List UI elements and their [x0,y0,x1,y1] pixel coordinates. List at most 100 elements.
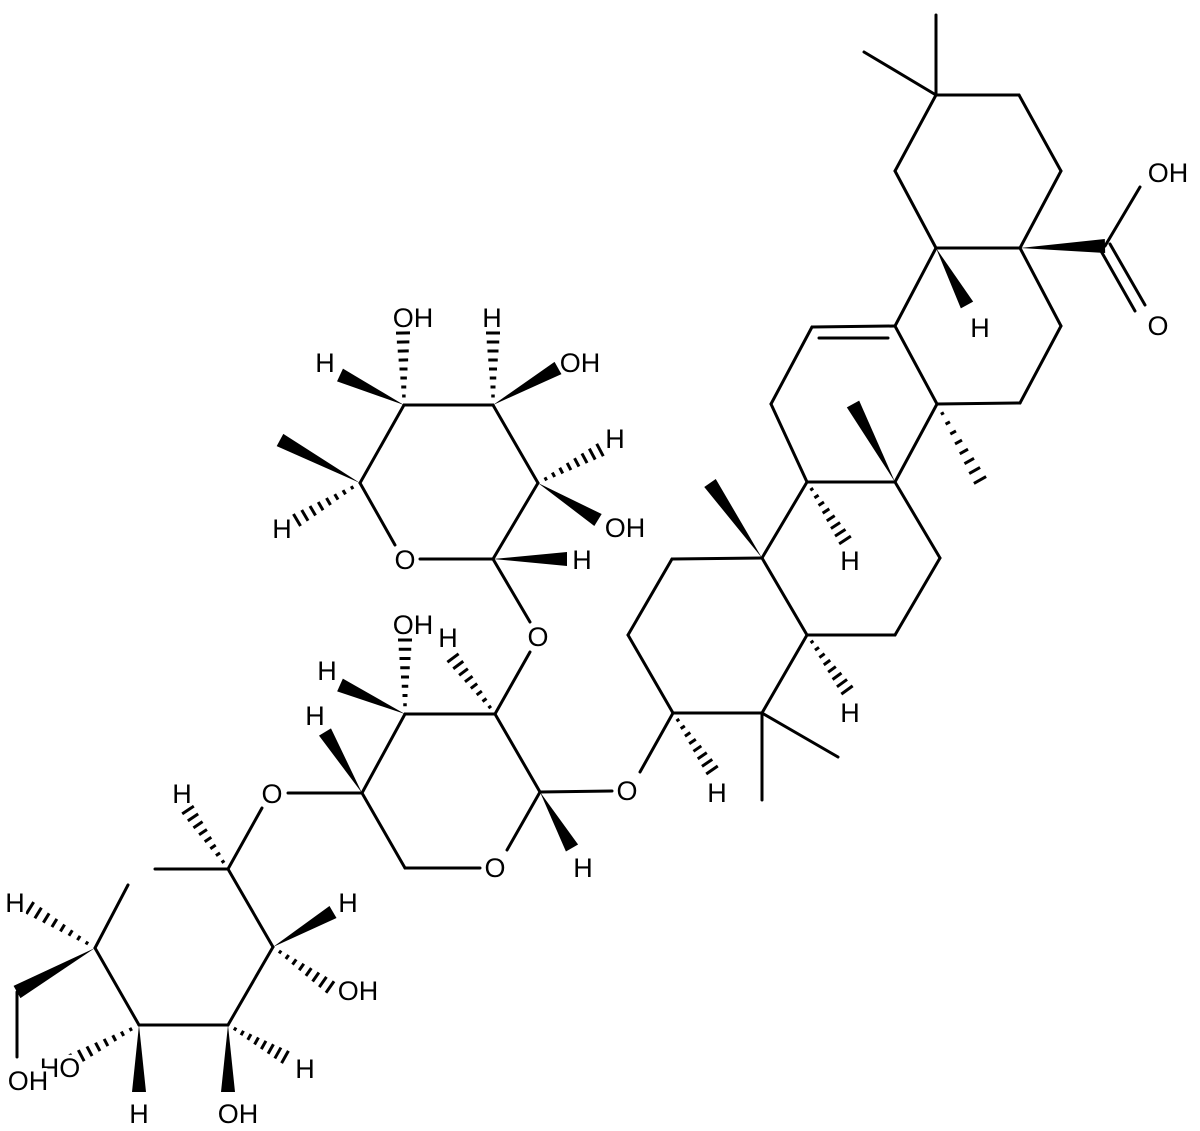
hash-stroke [349,485,355,490]
hash-stroke [487,704,493,710]
single-bond [493,712,542,794]
single-bond [358,481,397,547]
wedge-bond [132,1025,146,1092]
wedge-bond [221,1025,235,1092]
hash-stroke [821,507,831,515]
hash-stroke [76,935,82,941]
wedge-bond [273,905,337,947]
hash-stroke [679,724,686,730]
bonds-layer [13,13,1147,1092]
single-bond [760,556,809,637]
hash-stroke [818,652,826,659]
single-bond [1018,169,1063,250]
wedge-bond [540,792,579,852]
hash-stroke [949,429,957,436]
atom-label: OH [1148,158,1189,188]
single-bond [491,403,540,485]
single-bond [538,789,614,794]
hash-stroke [838,534,852,546]
hash-stroke [33,906,43,920]
hash-stroke [277,949,283,955]
single-bond [1018,246,1063,328]
hash-stroke [273,1046,283,1060]
atom-label: H [840,698,860,728]
wedge-bond [1020,239,1106,253]
atom-label: H [572,545,592,575]
hash-stroke [259,1040,268,1050]
hash-bond [398,638,412,707]
hash-stroke [968,466,981,475]
hash-bond [395,331,411,398]
hash-bond [181,804,226,864]
atom-label: O [616,776,637,806]
atom-label: H [482,303,502,333]
atom-label: O [261,779,282,809]
hash-stroke [475,689,483,697]
hash-stroke [675,717,681,723]
hash-stroke [325,497,332,506]
hash-stroke [300,509,310,522]
hash-stroke [954,438,963,446]
atom-label: H [305,701,325,731]
hash-stroke [85,1045,94,1057]
hash-stroke [68,1053,78,1067]
single-bond [360,712,407,795]
single-bond [670,556,764,561]
hash-stroke [324,980,336,994]
single-bond [760,711,840,759]
single-bond [358,403,406,485]
hash-stroke [446,652,460,664]
atom-label: H [5,888,25,918]
atom-label: H [295,1054,315,1084]
hash-stroke [825,514,836,523]
hash-stroke [963,456,975,466]
single-bond [626,557,674,637]
single-bond [893,480,942,560]
hash-stroke [292,513,302,527]
labels-layer: OHOHHHHOHOHOHHHOHHOHHOHOHHOHOHHOHHOHHHOH… [2,155,1192,1131]
hash-stroke [834,528,847,538]
hash-stroke [827,665,837,674]
single-bond [491,557,532,624]
atom-label: OH [393,610,434,640]
hash-stroke [840,684,854,696]
single-bond [1017,93,1063,173]
atom-label: H [272,514,292,544]
single-bond [226,806,264,871]
hash-stroke [836,678,848,689]
hash-stroke [822,658,832,667]
wedge-bond [493,361,562,405]
hash-stroke [333,493,340,501]
hash-stroke [84,940,90,946]
single-bond [638,711,675,774]
hash-stroke [209,843,217,850]
atom-label: H [605,424,625,454]
hash-bond [675,717,719,776]
single-bond [810,324,897,329]
atom-label: OH [8,1066,49,1096]
hash-stroke [809,487,815,492]
hash-stroke [111,1034,118,1042]
atom-label: O [1147,311,1168,341]
single-bond [893,556,942,637]
hash-stroke [543,476,548,482]
single-bond [1103,185,1142,248]
single-bond [862,50,938,97]
single-bond [360,791,407,870]
wedge-bond [936,248,974,309]
hash-stroke [308,505,317,517]
hash-stroke [959,447,969,456]
hash-stroke [341,489,347,496]
hash-stroke [239,1030,245,1036]
hash-bond [277,949,336,994]
hash-stroke [688,738,697,745]
hash-stroke [573,457,581,468]
atom-label: HO [40,1053,81,1083]
atom-label: H [172,779,192,809]
atom-label: OH [393,303,434,333]
hash-stroke [692,744,703,753]
hash-stroke [291,958,298,966]
hash-stroke [830,521,841,530]
hash-bond [446,652,493,710]
